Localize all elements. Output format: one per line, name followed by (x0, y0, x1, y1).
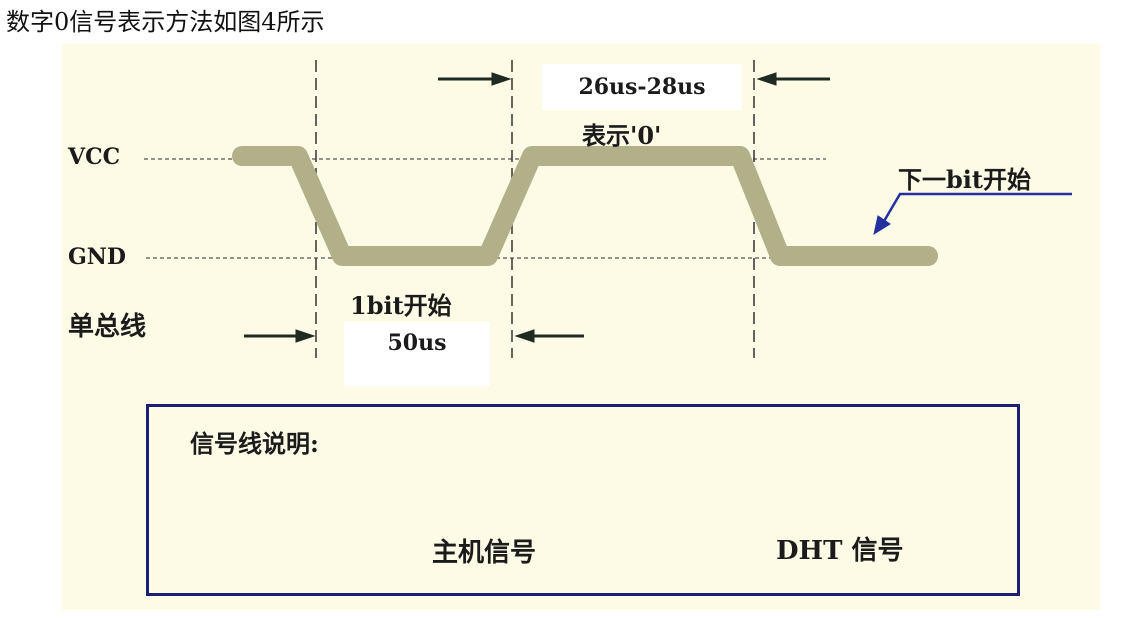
low-time-right-arrow (514, 329, 584, 343)
low-time-left-arrow (244, 329, 316, 343)
zero-label: 表示'0' (582, 121, 662, 150)
start-label: 1bit开始 (350, 291, 452, 320)
timing-diagram: VCC GND 单总线 26us-28us 50us 表示'0' 1bit开始 … (62, 44, 1100, 610)
dht-signal-label: DHT 信号 (776, 536, 904, 566)
dht-waveform (232, 146, 938, 266)
low-time-label: 50us (387, 330, 447, 356)
low-time-box: 50us (344, 322, 490, 386)
next-bit-arrow (873, 192, 1072, 236)
host-signal-label: 主机信号 (432, 538, 537, 568)
caption: 数字0信号表示方法如图4所示 (6, 8, 325, 36)
high-time-right-arrow (756, 72, 830, 86)
high-time-label: 26us-28us (578, 74, 706, 100)
bus-label: 单总线 (68, 312, 147, 342)
next-bit-label: 下一bit开始 (898, 165, 1031, 194)
high-time-left-arrow (438, 72, 512, 86)
high-time-box: 26us-28us (542, 64, 742, 110)
gnd-label: GND (68, 244, 126, 270)
legend-box (146, 404, 1020, 596)
vcc-label: VCC (68, 144, 121, 170)
legend-title: 信号线说明: (190, 429, 319, 458)
